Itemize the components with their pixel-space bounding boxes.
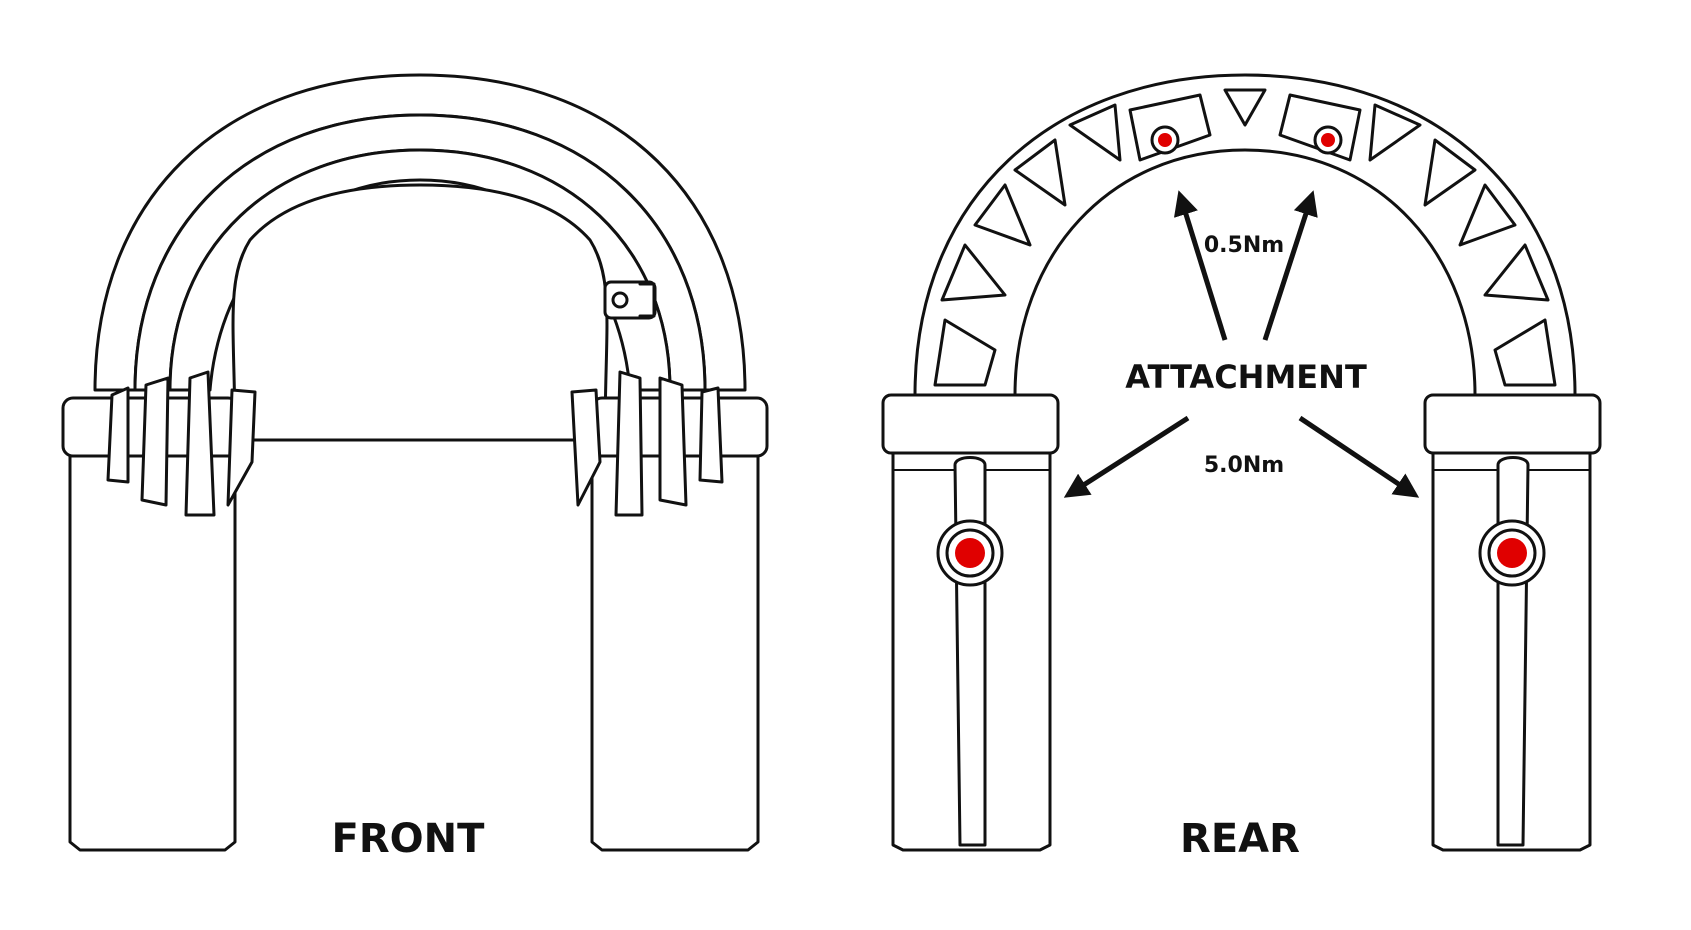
rear-right-leg bbox=[1423, 393, 1602, 852]
front-left-leg bbox=[61, 370, 257, 852]
arch-bolt-left bbox=[1150, 125, 1180, 155]
front-label: FRONT bbox=[332, 816, 486, 862]
rear-left-bolt bbox=[936, 519, 1004, 587]
front-right-leg bbox=[570, 370, 769, 852]
rear-view: 0.5Nm ATTACHMENT 5.0Nm REAR bbox=[881, 73, 1602, 862]
arrow-leg-left bbox=[1063, 415, 1190, 498]
front-view: FRONT bbox=[61, 73, 769, 862]
torque-lower-label: 5.0Nm bbox=[1204, 453, 1284, 478]
arch-cutouts bbox=[933, 88, 1557, 387]
rear-right-bolt bbox=[1478, 519, 1546, 587]
rear-label: REAR bbox=[1180, 816, 1300, 862]
arrow-arch-right bbox=[1262, 190, 1318, 341]
rear-left-leg bbox=[881, 393, 1060, 852]
arrow-leg-right bbox=[1298, 415, 1420, 498]
front-arch bbox=[93, 73, 747, 442]
arrow-arch-left bbox=[1173, 190, 1228, 341]
torque-upper-label: 0.5Nm bbox=[1204, 233, 1284, 258]
torque-arrows bbox=[1063, 190, 1420, 498]
attachment-label: ATTACHMENT bbox=[1125, 358, 1367, 396]
cable-guide bbox=[603, 280, 657, 320]
arch-bolt-right bbox=[1313, 125, 1343, 155]
rear-arch bbox=[913, 73, 1577, 397]
